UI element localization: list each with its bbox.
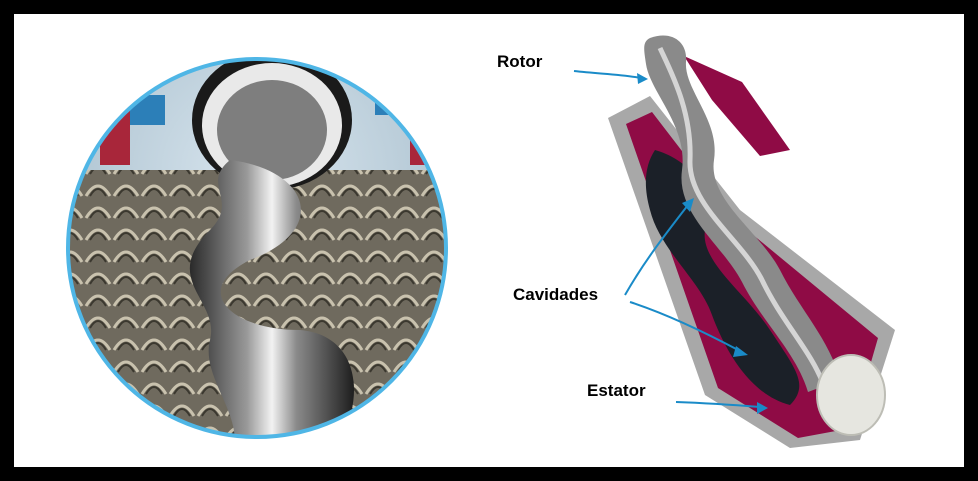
- cavities-label: Cavidades: [513, 285, 598, 305]
- rotor-label: Rotor: [497, 52, 542, 72]
- rotor-photo: [60, 50, 460, 460]
- stator-label: Estator: [587, 381, 646, 401]
- rotor-arrow: [574, 71, 648, 84]
- pump-cross-section: [608, 35, 895, 448]
